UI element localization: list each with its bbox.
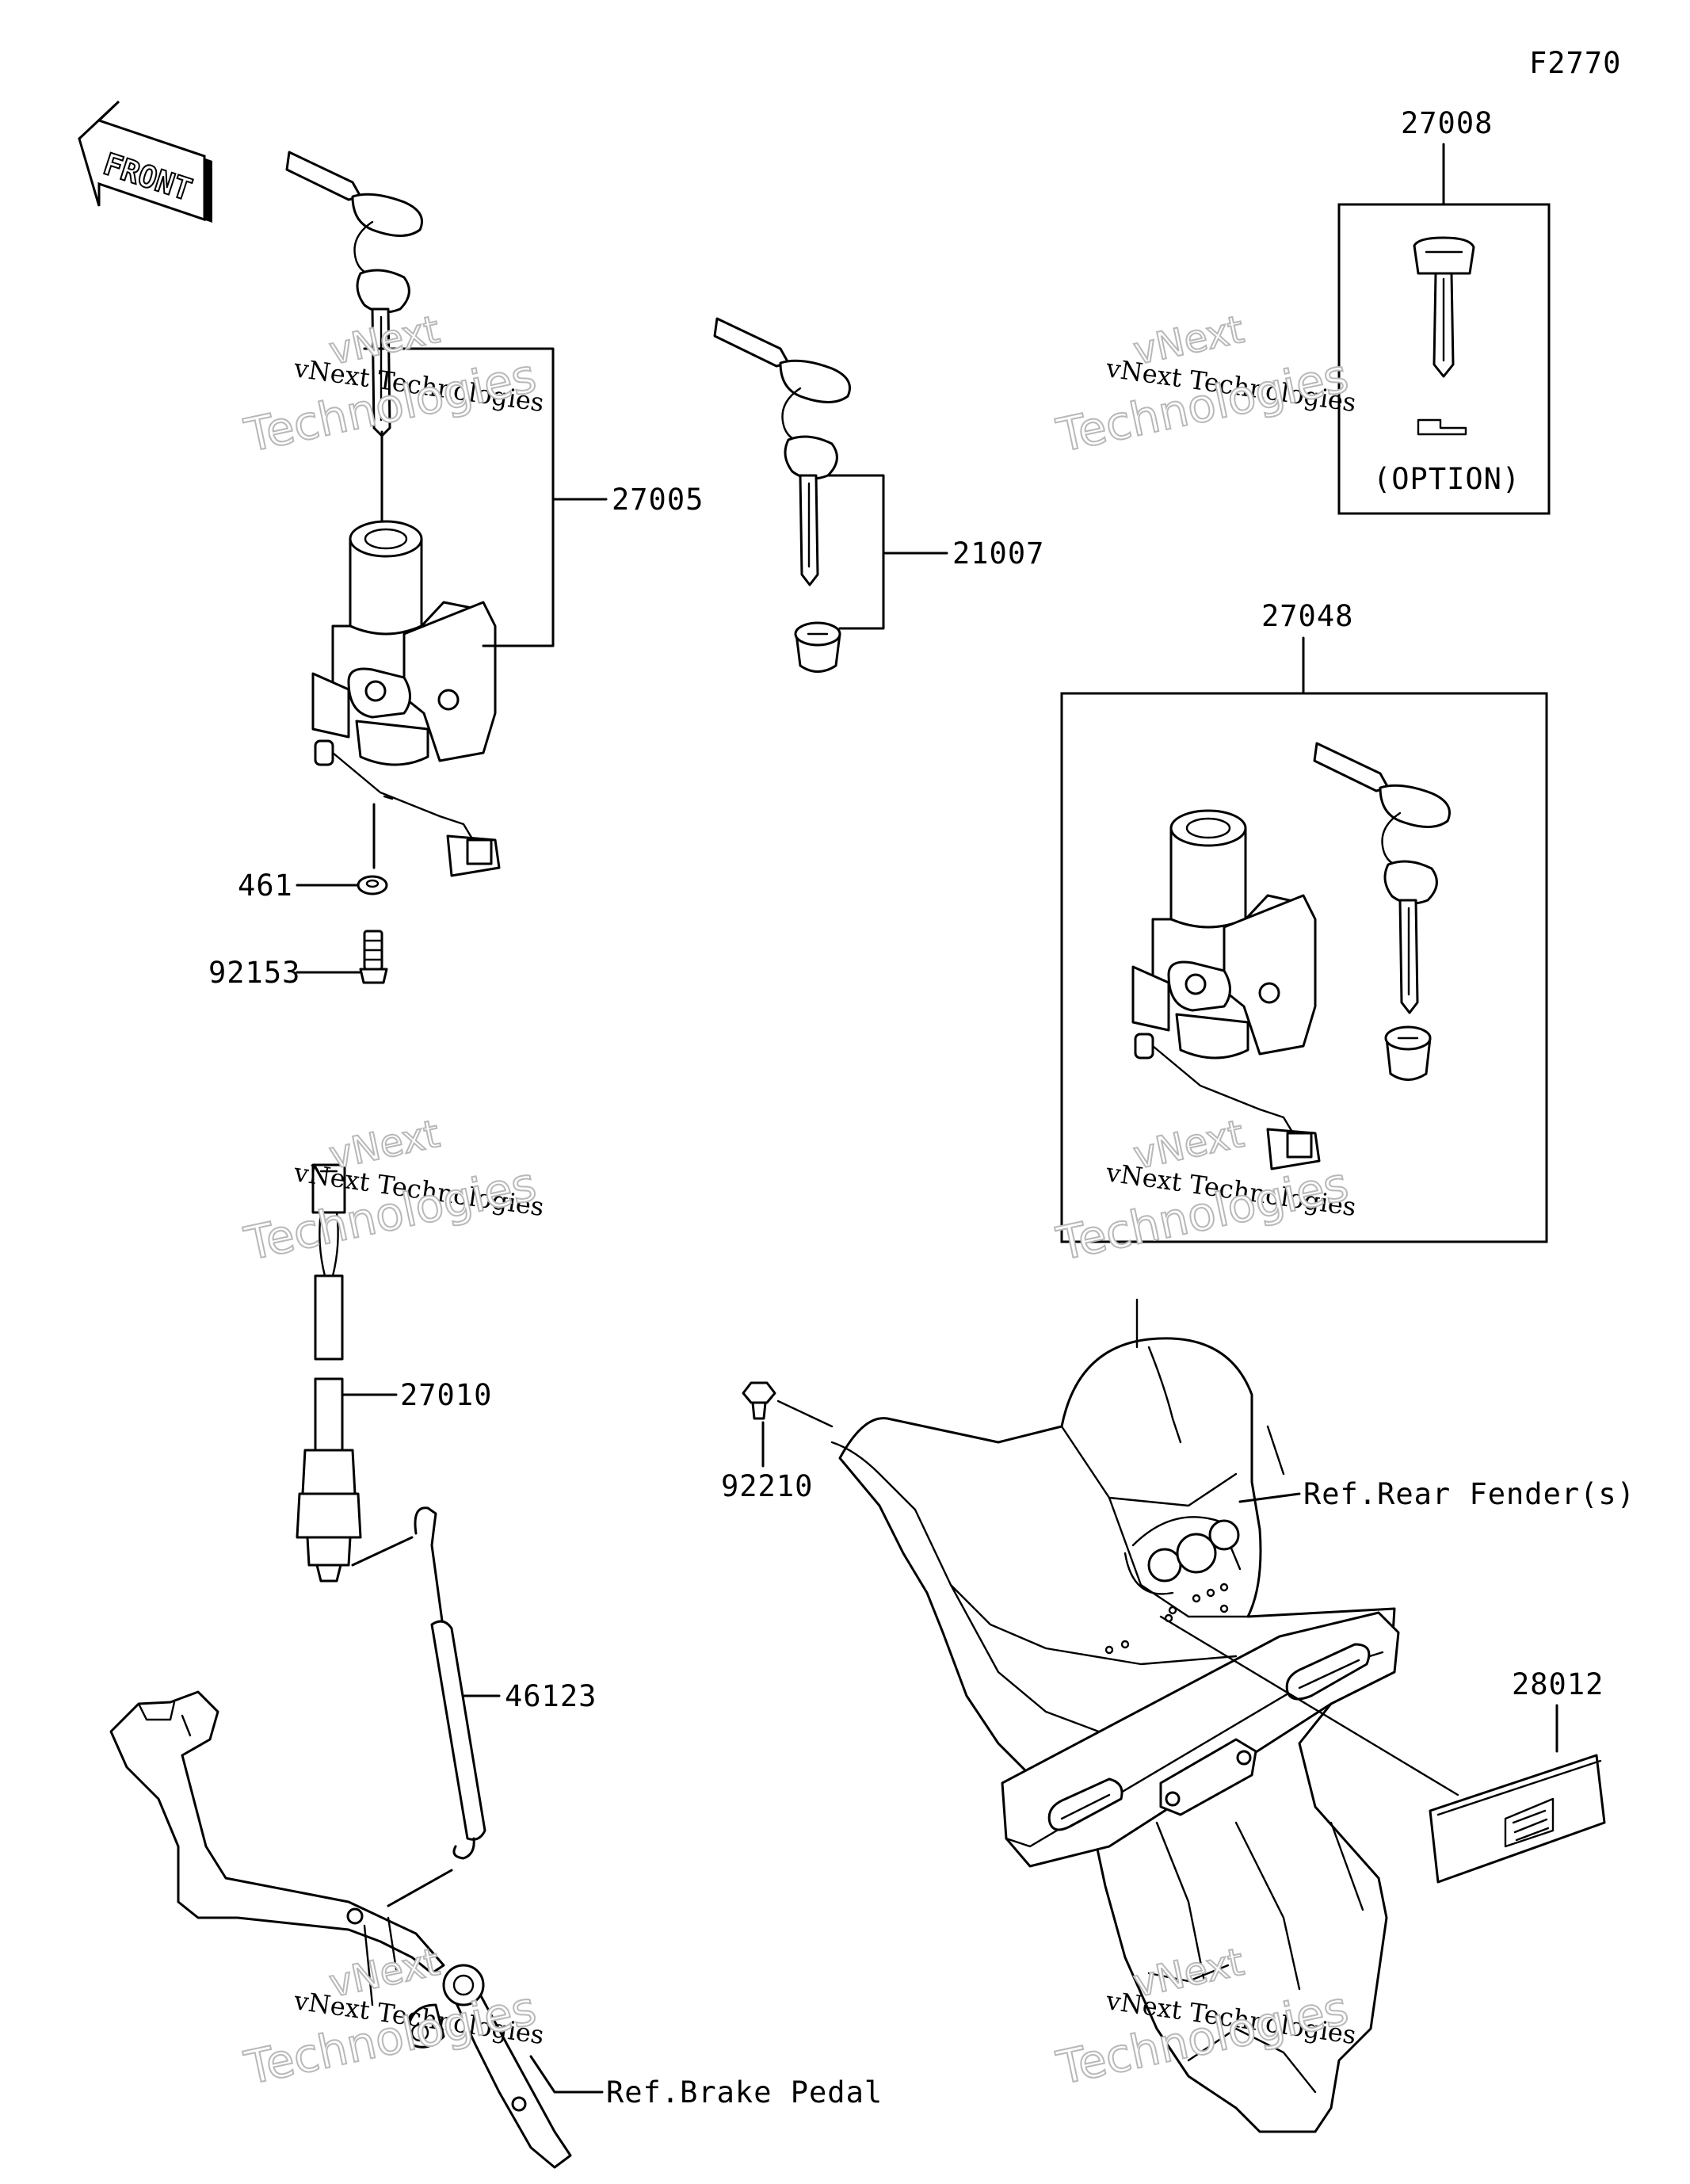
option-key-box bbox=[1337, 203, 1551, 515]
reflector-28012 bbox=[1429, 1754, 1606, 1884]
kit-box-27048 bbox=[1060, 692, 1548, 1243]
watermark-1: vNext vNext Technologies Technologies bbox=[239, 307, 546, 464]
ignition-switch-27005 bbox=[311, 520, 501, 877]
ref-brake-pedal: Ref.Brake Pedal bbox=[606, 2075, 883, 2110]
key-pair-27005 bbox=[285, 151, 423, 437]
leader-27005 bbox=[363, 347, 555, 647]
callout-27010: 27010 bbox=[400, 1378, 492, 1412]
license-plate-bracket bbox=[1001, 1611, 1400, 1868]
watermark-2: vNext vNext Technologies Technologies bbox=[1051, 307, 1358, 464]
key-pair-21007 bbox=[713, 317, 851, 586]
watermark-3: vNext vNext Technologies Technologies bbox=[239, 1111, 546, 1272]
front-arrow-icon: FRONT bbox=[78, 100, 212, 223]
callout-46123: 46123 bbox=[505, 1679, 597, 1713]
option-key-27008 bbox=[1413, 236, 1475, 436]
switch-27010 bbox=[296, 1163, 362, 1583]
callout-92210: 92210 bbox=[721, 1469, 813, 1503]
leader-21007 bbox=[826, 474, 885, 630]
ref-rear-fender: Ref.Rear Fender(s) bbox=[1303, 1477, 1635, 1511]
figure-code: F2770 bbox=[1529, 46, 1621, 80]
callout-27008: 27008 bbox=[1401, 106, 1493, 140]
washer-461 bbox=[357, 875, 388, 895]
ignition-switch-27048 bbox=[1131, 809, 1321, 1170]
option-label: (OPTION) bbox=[1373, 462, 1520, 496]
key-pair-27048 bbox=[1313, 742, 1451, 1014]
callout-27048: 27048 bbox=[1261, 599, 1353, 633]
nut-92210 bbox=[742, 1381, 776, 1420]
callout-92153: 92153 bbox=[208, 956, 300, 990]
lock-cylinder-21007 bbox=[794, 621, 841, 673]
callout-27005: 27005 bbox=[612, 483, 704, 517]
callout-461: 461 bbox=[238, 869, 293, 903]
callout-21007: 21007 bbox=[952, 536, 1044, 571]
bolt-92153 bbox=[359, 930, 388, 984]
callout-28012: 28012 bbox=[1512, 1667, 1604, 1701]
lock-cylinder-27048 bbox=[1384, 1025, 1432, 1081]
spring-46123 bbox=[414, 1506, 486, 1860]
brake-pedal bbox=[109, 1690, 572, 2169]
